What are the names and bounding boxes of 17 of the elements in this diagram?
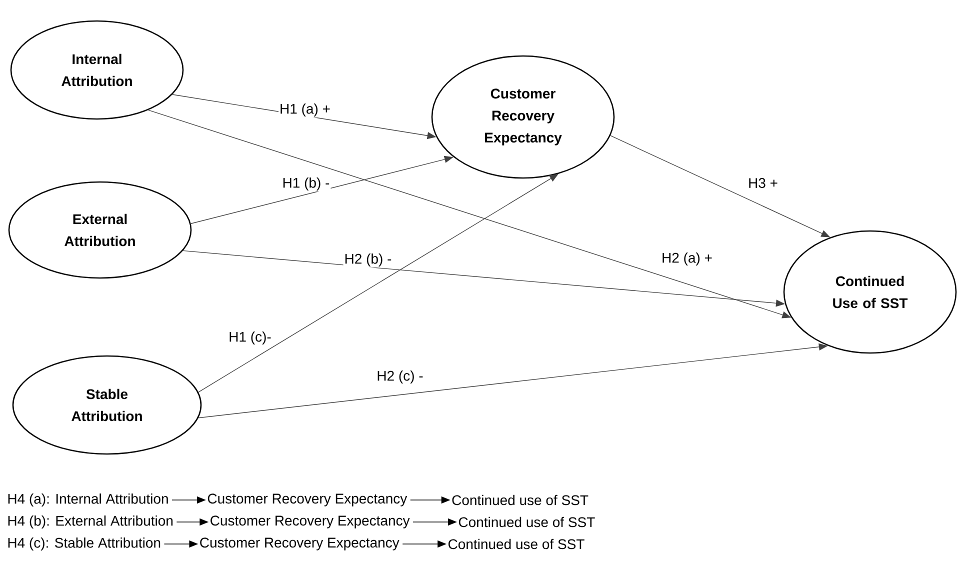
hypothesis-text: Continued use of SST [448, 538, 584, 550]
edge-label: H2 (b) - [343, 252, 393, 268]
hypothesis-text: Customer Recovery Expectancy [200, 538, 400, 550]
hypothesis-text: H4 (a): Internal Attribution [8, 493, 168, 507]
hypothesis-text: H4 (c): Stable Attribution [8, 537, 160, 551]
edge-label: H2 (c) - [376, 369, 424, 385]
hypothesis-text: H4 (b): External Attribution [8, 515, 173, 529]
edge-label: H1 (a) + [278, 102, 332, 118]
edge-label: H1 (c)- [228, 330, 272, 346]
hypothesis-text: Customer Recovery Expectancy [210, 516, 410, 528]
edge-label: H2 (a) + [660, 251, 714, 267]
arrow [198, 174, 558, 392]
edge-label: H1 (b) - [281, 176, 331, 192]
hypothesis-text: Continued use of SST [452, 494, 588, 506]
edge-label: H3 + [747, 177, 779, 189]
hypothesis-text: Customer Recovery Expectancy [208, 494, 408, 506]
hypothesis-text: Continued use of SST [458, 516, 595, 528]
